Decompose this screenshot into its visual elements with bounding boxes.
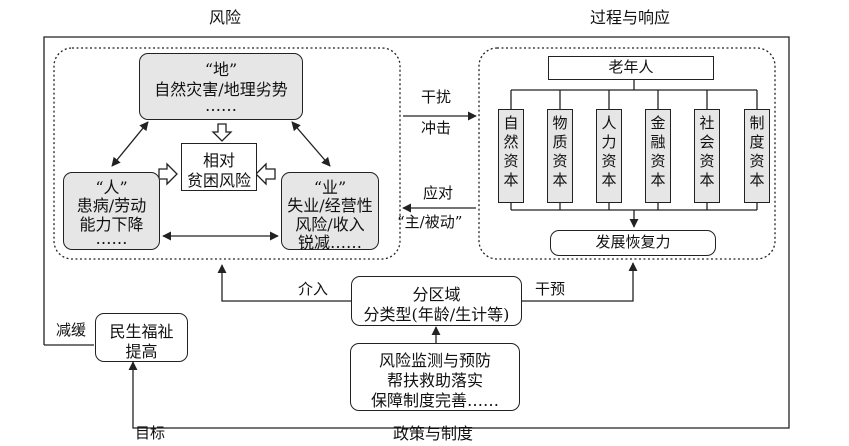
di-title: “地”	[204, 60, 238, 79]
capital-institutional: 制度资本	[744, 109, 770, 203]
left-dashed-container	[53, 47, 401, 260]
policy-label: 政策与制度	[393, 424, 474, 443]
di-ye-arrow	[291, 121, 331, 167]
interference-label-1: 干扰	[421, 88, 452, 106]
measures-line-2: 帮扶救助落实	[386, 371, 483, 390]
poverty-risk-box: 相对 贫困风险	[181, 143, 257, 191]
poverty-line-2: 贫困风险	[186, 171, 251, 190]
di-ren-arrow	[111, 121, 149, 167]
hollow-right-arrow	[158, 162, 178, 186]
ren-line-2: 能力下降	[79, 215, 144, 234]
ye-line-2: 风险/收入	[295, 215, 365, 234]
ren-line-3: ……	[95, 229, 128, 248]
capital-natural: 自然资本	[498, 109, 524, 203]
ye-line-1: 失业/经营性	[287, 196, 373, 215]
zoning-line-1: 分区域	[412, 285, 461, 304]
di-line-1: 自然灾害/地理劣势	[154, 80, 288, 99]
interference-label-2: 冲击	[421, 119, 452, 137]
capital-financial: 金融资本	[645, 109, 671, 203]
intervene-arrow	[217, 264, 351, 302]
zoning-line-2: 分类型(年龄/生计等)	[363, 305, 510, 324]
resilience-box: 发展恢复力	[550, 230, 716, 256]
di-box: “地” 自然灾害/地理劣势 ……	[139, 53, 303, 120]
intervention-arrow	[522, 262, 638, 302]
welfare-line-2: 提高	[125, 342, 158, 361]
risk-label: 风险	[209, 8, 242, 27]
right-dashed-container	[478, 47, 776, 260]
intervene-label: 介入	[298, 280, 329, 298]
outer-top-line	[43, 36, 790, 429]
zoning-box: 分区域 分类型(年龄/生计等)	[351, 276, 522, 326]
capital-social: 社会资本	[694, 109, 720, 203]
hollow-left-arrow	[255, 162, 276, 186]
capital-physical: 物质资本	[547, 109, 573, 203]
poverty-line-1: 相对	[202, 151, 235, 170]
measures-box: 风险监测与预防 帮扶救助落实 保障制度完善……	[350, 343, 520, 411]
respond-label: 应对	[423, 184, 454, 202]
measures-line-1: 风险监测与预防	[378, 351, 491, 370]
ye-line-3: 锐减……	[297, 233, 362, 252]
mitigate-label: 减缓	[56, 321, 87, 339]
ren-title: “人”	[95, 178, 128, 197]
intervention-label: 干预	[535, 280, 566, 298]
ye-box: “业” 失业/经营性 风险/收入 锐减……	[281, 172, 379, 252]
welfare-box: 民生福祉 提高	[95, 313, 188, 362]
capital-human: 人力资本	[596, 109, 622, 203]
process-response-label: 过程与响应	[590, 8, 671, 27]
hollow-down-arrow	[211, 123, 233, 142]
goal-label: 目标	[135, 424, 166, 442]
ren-box: “人” 患病/劳动 能力下降 ……	[63, 172, 160, 250]
measures-line-3: 保障制度完善……	[370, 391, 499, 410]
di-line-2: ……	[205, 96, 237, 115]
active-passive-label: “主/被动”	[397, 213, 463, 231]
welfare-line-1: 民生福祉	[109, 322, 174, 341]
elderly-box: 老年人	[548, 56, 714, 80]
ye-title: “业”	[313, 178, 347, 197]
ren-line-1: 患病/劳动	[76, 196, 147, 215]
